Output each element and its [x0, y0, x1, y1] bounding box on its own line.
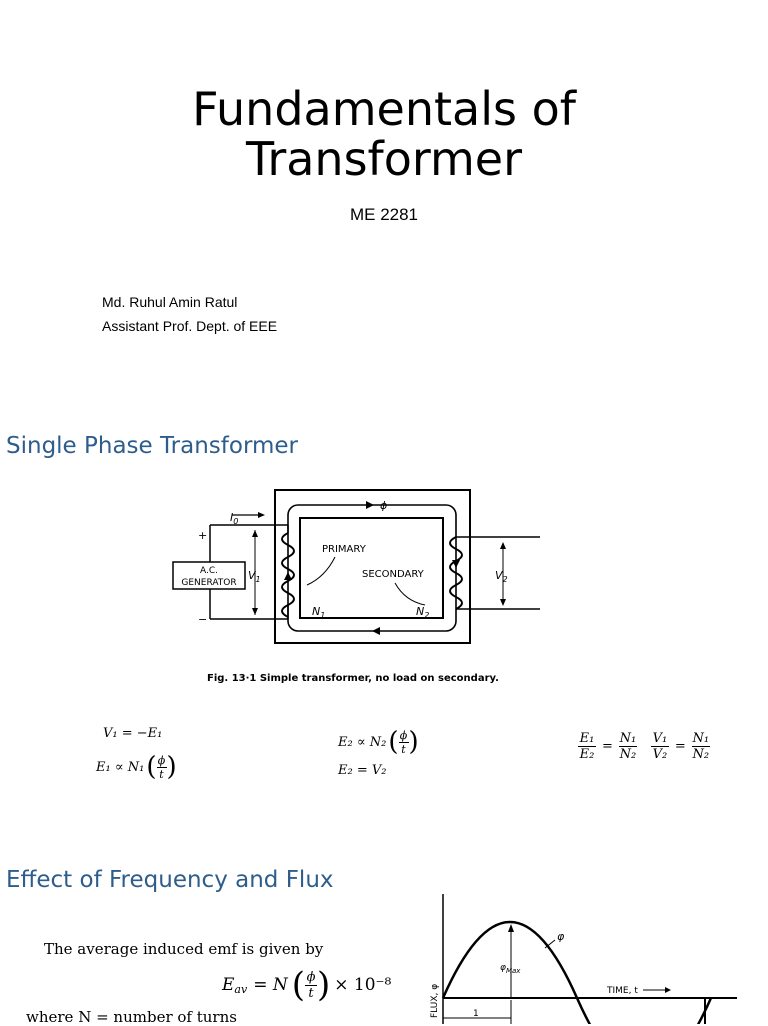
phimax-label: φMax [500, 963, 521, 975]
core-inner [299, 517, 444, 619]
label-i0: I0 [230, 511, 238, 526]
author-name: Md. Ruhul Amin Ratul [102, 294, 238, 310]
equation-ratios: E₁ E₂ = N₁ N₂ V₁ V₂ = N₁ N₂ [578, 731, 710, 762]
quarter-label: 1 [473, 1009, 479, 1019]
equation-e2: E₂ ∝ N₂ ( ϕ t ) [338, 727, 419, 757]
flux-curve [441, 921, 713, 1024]
phi-curve-label: φ [557, 930, 565, 943]
secondary-label: SECONDARY [362, 569, 425, 580]
y-axis-label: FLUX, φ [430, 984, 440, 1018]
label-n2: N2 [416, 605, 429, 620]
label-minus: − [198, 613, 207, 626]
flux-arrow-top [366, 501, 374, 509]
phi-label: ϕ [380, 499, 387, 512]
section-heading-single-phase: Single Phase Transformer [6, 433, 299, 459]
transformer-diagram: ϕ I0 + − A.C. GENERATOR V1 PRIMARY SECON… [172, 489, 540, 684]
equation-e2-v2: E₂ = V₂ [338, 763, 387, 778]
author-block: Md. Ruhul Amin Ratul Assistant Prof. Dep… [102, 290, 277, 338]
primary-label: PRIMARY [322, 544, 367, 555]
flux-graph: 1 φMax φ TIME, t FLUX, φ [430, 894, 737, 1024]
primary-coil [281, 532, 295, 618]
flux-arrow-left [284, 572, 292, 580]
generator-label-2: GENERATOR [181, 578, 236, 588]
title-line-2: Transformer [245, 132, 523, 186]
slide-title: Fundamentals of Transformer [0, 84, 768, 184]
author-title: Assistant Prof. Dept. of EEE [102, 318, 278, 334]
equation-e1: E₁ ∝ N₁ ( ϕ t ) [96, 752, 177, 782]
title-line-1: Fundamentals of [192, 82, 576, 136]
x-axis-label: TIME, t [606, 986, 638, 996]
course-code: ME 2281 [349, 205, 419, 224]
emf-text: The average induced emf is given by [44, 940, 324, 958]
label-v2: V2 [495, 569, 508, 584]
secondary-coil [449, 536, 463, 610]
generator-label-1: A.C. [200, 566, 218, 576]
label-plus: + [198, 529, 207, 542]
core-outer [274, 489, 471, 644]
section-heading-frequency-flux: Effect of Frequency and Flux [6, 867, 334, 893]
ac-generator-box [172, 561, 246, 590]
label-n1: N1 [312, 605, 325, 620]
where-text: where N = number of turns [26, 1008, 237, 1026]
label-v1: V1 [248, 569, 261, 584]
equation-v1: V₁ = −E₁ [103, 726, 163, 741]
figure-caption: Fig. 13·1 Simple transformer, no load on… [207, 673, 499, 684]
flux-arrow-bottom [372, 627, 380, 635]
